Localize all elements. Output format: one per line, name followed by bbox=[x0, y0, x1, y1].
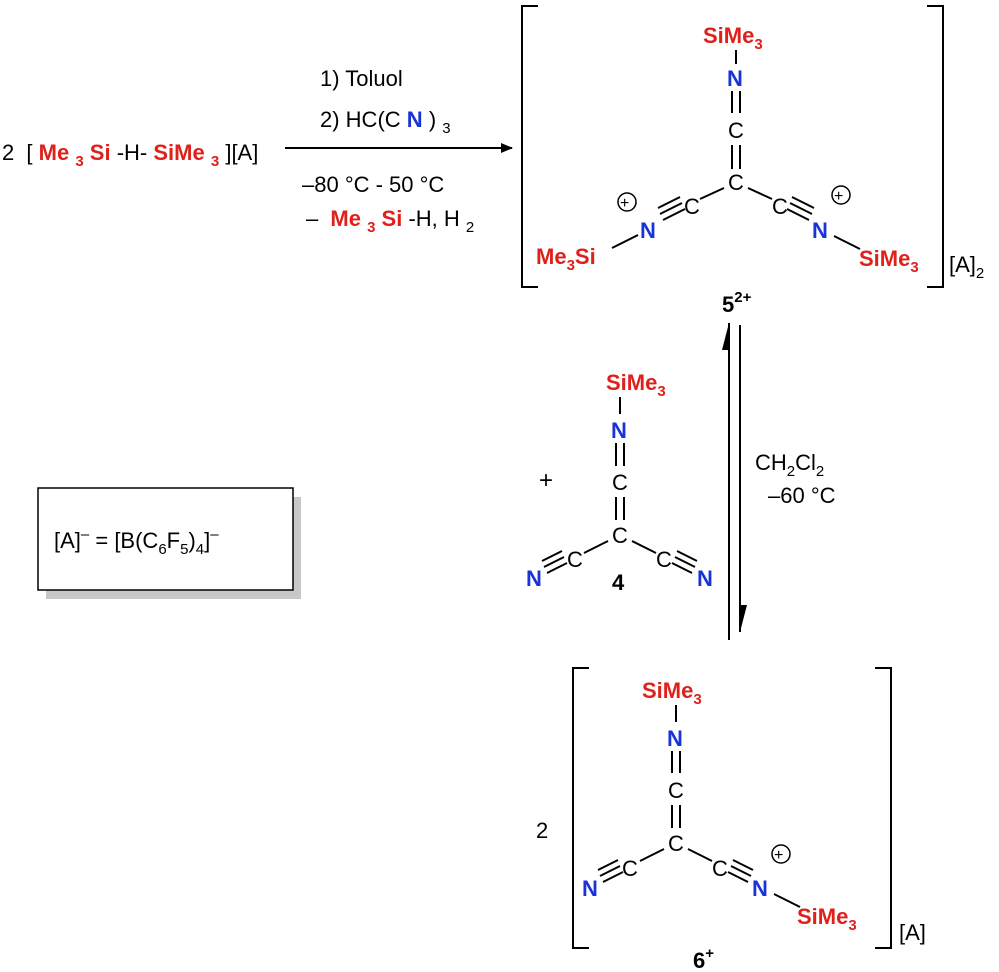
condition-step-2: 2) HC(C N ) 3 bbox=[320, 107, 451, 137]
equilibrium-solvent: CH2Cl2 bbox=[755, 450, 824, 480]
product-6-coefficient: 2 bbox=[536, 818, 548, 843]
product-5-structure: SiMe3 N C C C N + Me3Si C N + SiMe3 bbox=[521, 5, 984, 317]
compound-4-structure: + SiMe3 N C C C N C N 4 bbox=[526, 370, 713, 595]
c4-sime3: SiMe3 bbox=[606, 370, 666, 400]
condition-byproducts: – Me 3 Si -H, H 2 bbox=[306, 206, 474, 237]
c6-top-nitrogen: N bbox=[667, 726, 683, 751]
compound-4-label: 4 bbox=[612, 570, 625, 595]
left-carbon: C bbox=[684, 194, 700, 219]
c4-right-nitrogen: N bbox=[697, 566, 713, 591]
bracket-right bbox=[927, 5, 944, 288]
plus-sign: + bbox=[539, 467, 553, 494]
top-nitrogen: N bbox=[727, 66, 743, 91]
bracket-left-6 bbox=[572, 667, 589, 949]
product-6-structure: 2 SiMe3 N C C C N C N + SiMe3 [A] bbox=[536, 667, 926, 972]
c6-right-nitrogen: N bbox=[752, 876, 768, 901]
equilibrium-temperature: –60 °C bbox=[768, 483, 836, 508]
right-carbon: C bbox=[772, 194, 788, 219]
c4-upper-carbon: C bbox=[612, 470, 628, 495]
right-plus-charge: + bbox=[834, 188, 843, 205]
condition-temperature: –80 °C - 50 °C bbox=[302, 172, 444, 197]
product-5-label: 52+ bbox=[722, 289, 752, 317]
c4-left-nitrogen: N bbox=[526, 566, 542, 591]
product-6-counterion: [A] bbox=[899, 920, 926, 945]
condition-step-1: 1) Toluol bbox=[320, 66, 403, 91]
c6-plus-charge: + bbox=[774, 847, 783, 864]
right-nitrogen: N bbox=[812, 218, 828, 243]
c6-right-carbon: C bbox=[712, 856, 728, 881]
c6-top-sime3: SiMe3 bbox=[642, 678, 702, 708]
c4-central-carbon: C bbox=[612, 523, 628, 548]
bracket-left bbox=[521, 5, 538, 288]
bracket-right-6 bbox=[875, 667, 892, 949]
reaction-conditions: 1) Toluol 2) HC(C N ) 3 –80 °C - 50 °C –… bbox=[302, 66, 474, 237]
upper-carbon: C bbox=[728, 118, 744, 143]
left-plus-charge: + bbox=[620, 195, 629, 212]
equilibrium-arrows bbox=[722, 323, 747, 640]
c4-top-nitrogen: N bbox=[611, 418, 627, 443]
c4-left-carbon: C bbox=[567, 547, 583, 572]
c6-left-carbon: C bbox=[622, 856, 638, 881]
top-sime3: SiMe3 bbox=[703, 23, 763, 53]
c6-central-carbon: C bbox=[668, 831, 684, 856]
c6-right-sime3: SiMe3 bbox=[797, 904, 857, 934]
reactant-formula: 2 [ Me 3 Si -H- SiMe 3 ][A] bbox=[2, 140, 258, 171]
svg-text:2 [ Me 3: 2 [ Me 3 Si -H- SiMe 3 ][A] bbox=[2, 140, 258, 171]
product-5-counterion: [A]2 bbox=[949, 252, 984, 282]
left-me3si: Me3Si bbox=[536, 244, 596, 274]
c6-upper-carbon: C bbox=[668, 778, 684, 803]
counterion-legend: [A]– = [B(C6F5)4]– bbox=[37, 487, 301, 599]
left-nitrogen: N bbox=[640, 218, 656, 243]
equilibrium-conditions: CH2Cl2 –60 °C bbox=[755, 450, 836, 508]
product-6-label: 6+ bbox=[693, 945, 714, 972]
right-sime3: SiMe3 bbox=[859, 246, 919, 276]
central-carbon: C bbox=[728, 170, 744, 195]
c6-left-nitrogen: N bbox=[582, 876, 598, 901]
c4-right-carbon: C bbox=[656, 547, 672, 572]
legend-text: [A]– = [B(C6F5)4]– bbox=[54, 526, 219, 558]
